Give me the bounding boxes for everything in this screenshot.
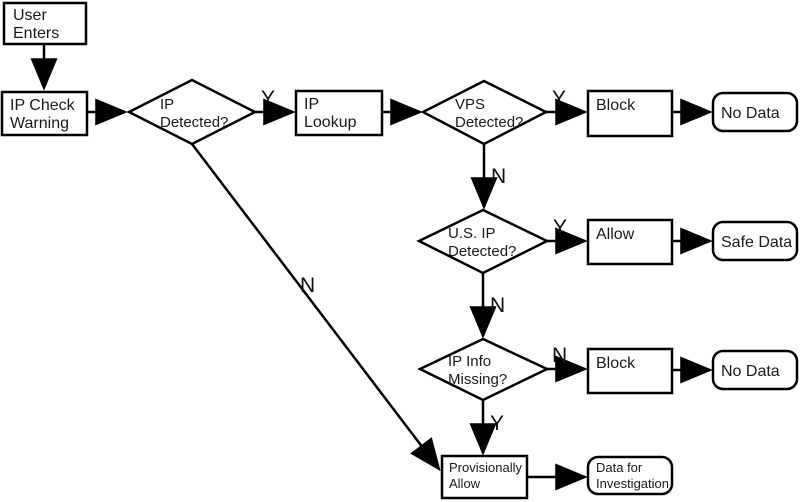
node-ip-lookup: IP Lookup	[294, 89, 384, 137]
block-1-label: Block	[596, 97, 636, 114]
label-ipinfo-no: N	[552, 344, 567, 367]
block-1-box	[586, 89, 674, 138]
user-enters-label-line1: User	[13, 7, 47, 24]
node-user-enters: User Enters	[2, 1, 88, 46]
node-allow: Allow	[586, 218, 674, 266]
user-enters-label-line2: Enters	[13, 25, 59, 42]
node-ip-check-warning: IP Check Warning	[0, 90, 89, 137]
ip-info-missing-label-line2: Missing?	[448, 371, 507, 388]
no-data-2-box	[711, 349, 799, 391]
ip-info-missing-diamond	[417, 337, 550, 402]
no-data-1-label: No Data	[721, 105, 780, 122]
node-data-for-investigation: Data for Investigation	[586, 455, 674, 496]
label-usip-no: N	[490, 294, 505, 317]
node-no-data-2: No Data	[711, 349, 799, 391]
node-us-ip-detected: U.S. IP Detected?	[416, 208, 550, 275]
us-ip-detected-diamond	[416, 208, 550, 275]
edges	[30, 44, 713, 491]
block-2-box	[586, 347, 674, 395]
provisionally-allow-label-line2: Allow	[449, 476, 481, 491]
ip-detected-diamond	[126, 78, 258, 146]
block-2-label: Block	[596, 355, 636, 372]
node-safe-data: Safe Data	[711, 220, 799, 262]
ip-lookup-label-line1: IP	[304, 96, 319, 113]
ip-info-missing-label-line1: IP Info	[448, 353, 491, 370]
vps-detected-label-line1: VPS	[455, 96, 485, 113]
edge-ip-detected-no-diagonal	[191, 143, 441, 472]
data-for-investigation-label-line2: Investigation	[596, 476, 669, 491]
ip-detected-label-line1: IP	[160, 96, 174, 113]
node-vps-detected: VPS Detected?	[420, 79, 549, 146]
label-vps-no: N	[491, 165, 506, 188]
provisionally-allow-box	[440, 454, 529, 500]
provisionally-allow-label-line1: Provisionally	[449, 460, 522, 475]
user-enters-box	[2, 1, 88, 46]
node-block-1: Block	[586, 89, 674, 138]
ip-lookup-label-line2: Lookup	[304, 114, 357, 131]
edge-labels: Y N Y N Y N N Y	[261, 87, 567, 435]
safe-data-box	[711, 220, 799, 262]
label-vps-yes: Y	[552, 87, 566, 110]
label-ipinfo-yes: Y	[490, 412, 504, 435]
no-data-1-box	[711, 91, 799, 133]
label-ip-detected-yes: Y	[261, 87, 275, 110]
allow-box	[586, 218, 674, 266]
label-usip-yes: Y	[553, 216, 567, 239]
node-ip-info-missing: IP Info Missing?	[417, 337, 550, 402]
ip-lookup-box	[294, 89, 384, 137]
label-ip-detected-no: N	[300, 274, 315, 297]
node-no-data-1: No Data	[711, 91, 799, 133]
data-for-investigation-box	[586, 455, 674, 496]
data-for-investigation-label-line1: Data for	[596, 460, 643, 475]
node-provisionally-allow: Provisionally Allow	[440, 454, 529, 500]
ip-detected-label-line2: Detected?	[160, 114, 228, 131]
node-block-2: Block	[586, 347, 674, 395]
ip-check-warning-box	[0, 90, 89, 137]
ip-check-warning-label-line2: Warning	[10, 115, 69, 132]
node-ip-detected: IP Detected?	[126, 78, 258, 146]
safe-data-label: Safe Data	[721, 234, 792, 251]
us-ip-detected-label-line1: U.S. IP	[448, 225, 496, 242]
ip-check-warning-label-line1: IP Check	[10, 97, 76, 114]
vps-detected-diamond	[420, 79, 549, 146]
us-ip-detected-label-line2: Detected?	[448, 243, 516, 260]
no-data-2-label: No Data	[721, 363, 780, 380]
allow-label: Allow	[596, 226, 635, 243]
vps-detected-label-line2: Detected?	[455, 114, 523, 131]
